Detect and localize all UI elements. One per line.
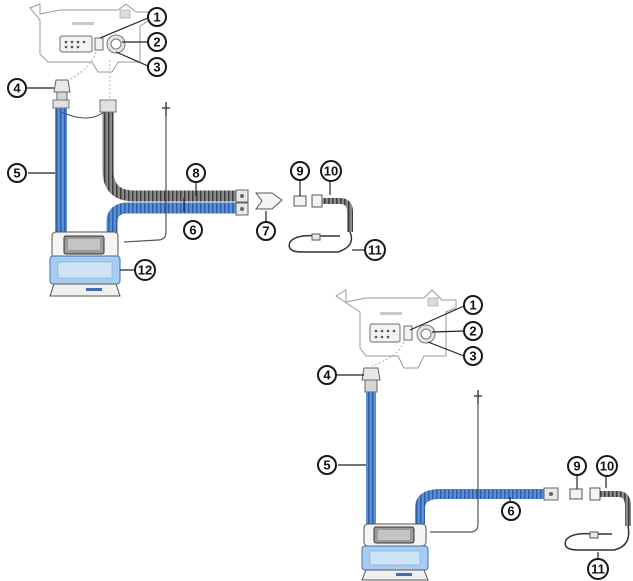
inspiratory-filter <box>53 79 71 103</box>
svg-text:9: 9 <box>296 164 303 179</box>
callout-6: 6 <box>183 220 203 240</box>
nasal-interface-2 <box>564 525 630 551</box>
svg-text:5: 5 <box>13 166 20 181</box>
callout-10-b: 10 <box>596 455 618 477</box>
wye-connector <box>255 192 283 210</box>
callout-7: 7 <box>256 221 276 241</box>
svg-text:2: 2 <box>153 35 160 50</box>
callout-2: 2 <box>147 32 167 52</box>
expiratory-limb-tube <box>102 110 238 202</box>
svg-text:1: 1 <box>153 10 160 25</box>
nasal-interface <box>288 231 353 253</box>
configuration-single-limb: 1 2 3 4 5 6 9 10 11 <box>317 289 631 581</box>
svg-text:6: 6 <box>189 223 196 238</box>
callout-12: 12 <box>134 259 156 281</box>
ventilator-rear-panel-2 <box>335 289 457 369</box>
humidifier-unit-2 <box>361 523 429 581</box>
callout-4: 4 <box>7 78 27 98</box>
svg-text:5: 5 <box>323 458 330 473</box>
callout-11-b: 11 <box>587 558 609 580</box>
svg-text:3: 3 <box>153 60 160 75</box>
patient-limb-tube-2 <box>415 489 546 524</box>
svg-text:10: 10 <box>324 164 338 179</box>
inspiratory-limb-tube <box>55 102 67 242</box>
temperature-probe <box>123 102 170 243</box>
svg-text:8: 8 <box>192 166 199 181</box>
callout-9: 9 <box>290 161 310 181</box>
svg-text:3: 3 <box>469 349 476 364</box>
temperature-probe-2 <box>430 390 482 533</box>
callout-3: 3 <box>147 57 167 77</box>
patient-connector-2 <box>569 488 583 500</box>
inspiratory-filter-2 <box>361 367 381 393</box>
configuration-dual-limb: 1 2 3 4 5 6 7 8 9 10 11 <box>7 3 386 297</box>
patient-connector <box>293 195 307 207</box>
patient-limb-tube <box>106 202 238 236</box>
callout-2-b: 2 <box>463 321 483 341</box>
svg-text:2: 2 <box>469 324 476 339</box>
callout-4-b: 4 <box>317 365 337 385</box>
svg-text:6: 6 <box>507 504 514 519</box>
svg-text:11: 11 <box>368 243 382 258</box>
svg-text:9: 9 <box>573 459 580 474</box>
svg-text:1: 1 <box>469 298 476 313</box>
svg-text:4: 4 <box>13 81 21 96</box>
callout-6-b: 6 <box>501 501 521 521</box>
svg-text:11: 11 <box>591 562 605 577</box>
callout-5-b: 5 <box>317 455 337 475</box>
ventilator-rear-panel <box>29 3 151 73</box>
coiled-tubing-2 <box>600 491 631 526</box>
callout-11: 11 <box>364 239 386 261</box>
svg-text:10: 10 <box>600 459 614 474</box>
callout-9-b: 9 <box>567 456 587 476</box>
inspiratory-limb-tube-2 <box>366 392 376 524</box>
callout-3-b: 3 <box>463 346 483 366</box>
humidifier-unit <box>49 231 121 297</box>
svg-text:4: 4 <box>323 368 331 383</box>
callout-10: 10 <box>320 160 342 182</box>
svg-text:12: 12 <box>138 263 152 278</box>
callout-5: 5 <box>7 163 27 183</box>
svg-text:7: 7 <box>262 224 269 239</box>
callout-1-b: 1 <box>463 295 483 315</box>
coiled-tubing <box>322 198 353 232</box>
callout-1: 1 <box>147 7 167 27</box>
callout-8: 8 <box>186 163 206 183</box>
